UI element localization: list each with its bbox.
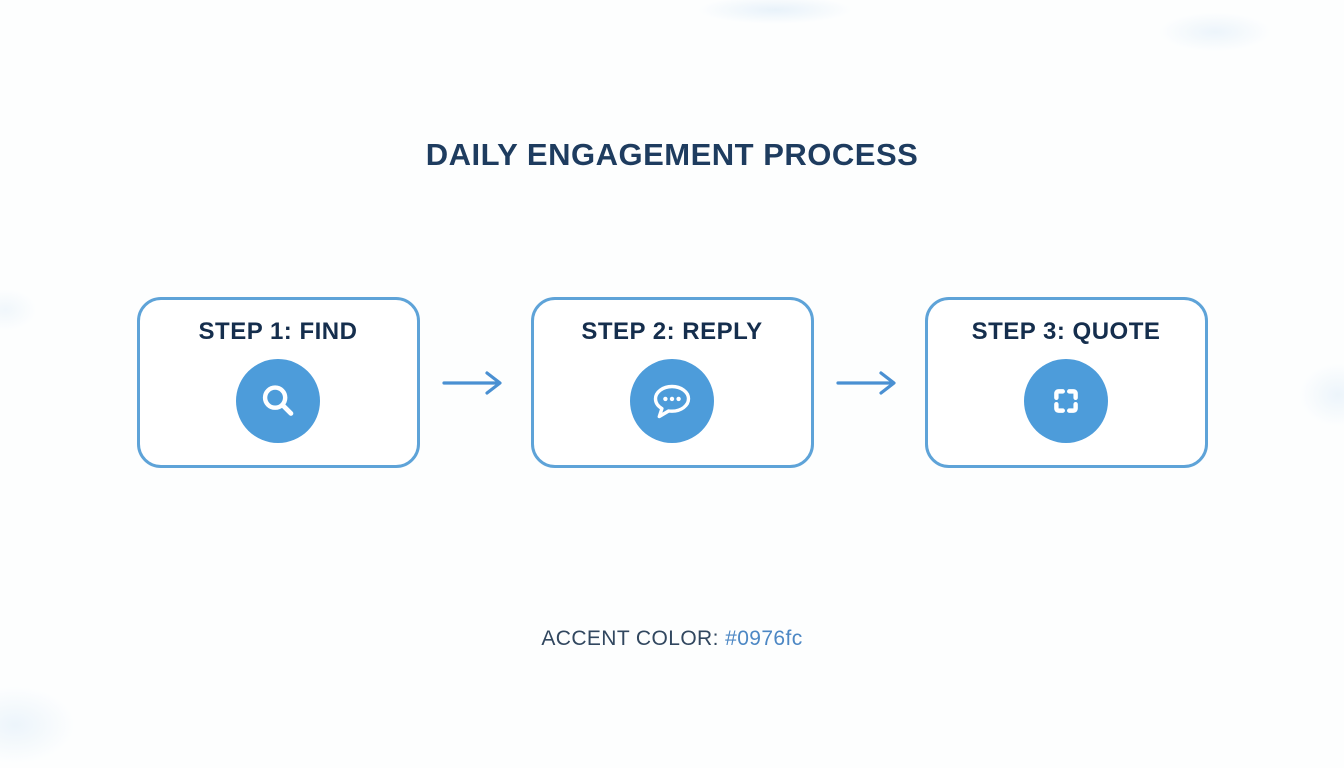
chat-bubble-icon: [630, 359, 714, 443]
step-label: STEP 3: QUOTE: [971, 318, 1161, 345]
step-label: STEP 1: FIND: [198, 318, 358, 345]
accent-color-note: ACCENT COLOR: #0976fc: [0, 627, 1344, 651]
step-label: STEP 2: REPLY: [581, 318, 763, 345]
arrow-right-icon: [420, 297, 531, 468]
arrow-right-icon: [814, 297, 925, 468]
accent-color-label: ACCENT COLOR:: [541, 627, 719, 650]
page-title: DAILY ENGAGEMENT PROCESS: [425, 137, 919, 172]
step-box-reply: STEP 2: REPLY: [530, 297, 814, 468]
step-box-quote: STEP 3: QUOTE: [924, 297, 1208, 468]
step-box-find: STEP 1: FIND: [136, 297, 420, 468]
quote-frame-icon: [1024, 359, 1108, 443]
accent-color-value: #0976fc: [725, 627, 803, 650]
search-icon: [236, 359, 320, 443]
steps-row: STEP 1: FIND STEP 2: REPLY: [0, 297, 1344, 468]
